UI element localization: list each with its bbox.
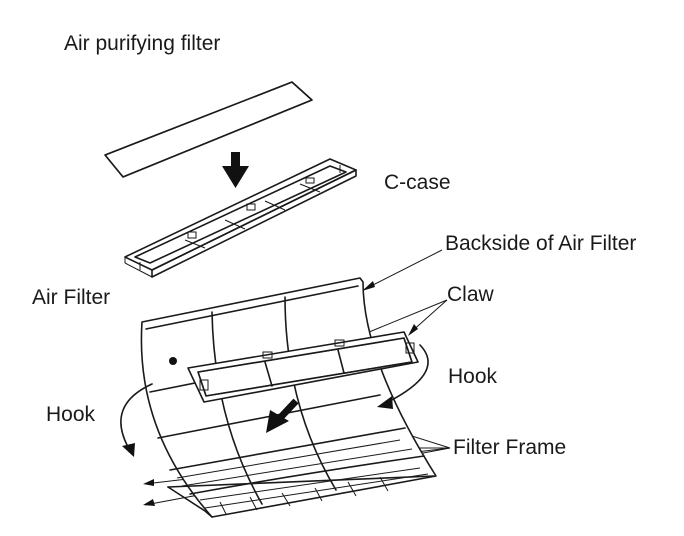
air-filter-label: Air Filter xyxy=(32,286,111,309)
c-case-label: C-case xyxy=(384,171,451,194)
claw-label: Claw xyxy=(447,283,494,306)
c-case xyxy=(124,158,357,278)
hook-arrows xyxy=(120,344,429,457)
hook-right-label: Hook xyxy=(448,365,498,388)
insert-arrow-down xyxy=(222,152,249,188)
backside-of-air-filter-label: Backside of Air Filter xyxy=(445,232,637,255)
c-case-mounted xyxy=(187,331,419,403)
hook-left-label: Hook xyxy=(46,403,96,426)
removal-arrow xyxy=(266,398,299,433)
air-purifying-filter-label: Air purifying filter xyxy=(64,32,221,55)
air-purifying-filter xyxy=(104,81,313,178)
filter-frame-grid xyxy=(176,439,429,515)
filter-frame-label: Filter Frame xyxy=(453,436,567,459)
